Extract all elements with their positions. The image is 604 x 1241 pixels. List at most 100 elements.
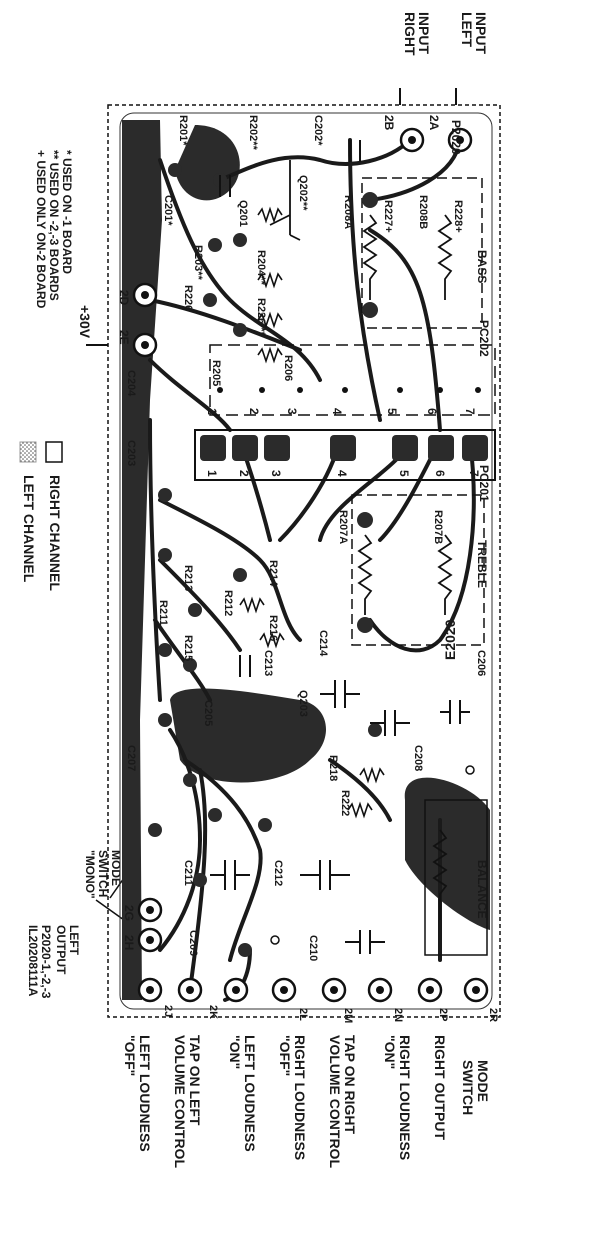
legend-left-swatch	[19, 441, 37, 463]
label-tap-left-volume: TAP ON LEFT VOLUME CONTROL	[172, 1035, 203, 1168]
bass-label: BASS	[475, 250, 489, 283]
label-right-loudness-off: RIGHT LOUDNESS "OFF"	[277, 1035, 308, 1160]
diagram-label: TAP ON LEFT	[187, 1035, 203, 1126]
note-block: * USED ON -1 BOARD ** USED ON -2,-3 BOAR…	[34, 150, 74, 309]
diagram-label: 2B	[382, 115, 396, 131]
diagram-label: TAP ON RIGHT	[342, 1035, 358, 1134]
board-id-label: P2020-1,-2,-3 IL20208111A	[26, 925, 53, 999]
diagram-label: 2N	[392, 1008, 404, 1022]
diagram-label: LEFT CHANNEL	[21, 475, 37, 583]
right-input-label: RIGHT INPUT	[402, 12, 432, 56]
bottom-labels: MODE SWITCH RIGHT OUTPUT RIGHT LOUDNESS …	[122, 1035, 491, 1168]
diagram-label: R226 **	[255, 298, 267, 337]
diagram-label: R203**	[192, 245, 204, 281]
diagram-label: 2R	[487, 1008, 499, 1022]
diagram-label: R218	[327, 755, 339, 781]
supply-label: +30V	[77, 305, 93, 339]
diagram-label: "OFF"	[277, 1035, 293, 1076]
diagram-label: OUTPUT	[54, 925, 68, 975]
balance-copper	[404, 777, 490, 930]
resistors	[239, 206, 385, 819]
circuit-board: P2020 2A 2B 2D 2E 2G 2H 2J 2K 2R 2P 2N 2…	[107, 104, 501, 1023]
diagram-label: 2	[247, 408, 261, 415]
pc202-connector	[209, 344, 496, 416]
diagram-label: C208	[412, 745, 424, 771]
diagram-label: ** USED ON -2,-3 BOARDS	[47, 150, 61, 301]
diagram-label: LEFT	[67, 925, 81, 956]
diagram-label: 1	[205, 470, 219, 477]
balance-control-box	[424, 799, 488, 956]
diagram-label: R208B	[417, 195, 429, 229]
diagram-label: R215	[182, 635, 194, 661]
diagram-label: C207	[125, 745, 137, 771]
pc202-pin-numbers: 1 2 3 4 5 6 7	[205, 408, 477, 415]
pc201-pads	[200, 435, 488, 461]
diagram-label: R212	[222, 590, 234, 616]
diagram-label: "ON"	[382, 1035, 398, 1069]
diagram-label: R201*	[177, 115, 189, 146]
diagram-label: C214	[317, 630, 329, 657]
label-right-loudness-on: RIGHT LOUDNESS "ON"	[382, 1035, 413, 1160]
diagram-label: 3	[269, 470, 283, 477]
diagram-label: 2K	[207, 1005, 219, 1019]
left-output-label: LEFT OUTPUT	[54, 925, 81, 975]
diagram-label: SWITCH	[460, 1060, 476, 1115]
diagram-label: C212	[272, 860, 284, 886]
diagram-label: 2M	[342, 1008, 354, 1023]
balance-label: BALANCE	[475, 860, 489, 919]
diagram-label: 7	[463, 408, 477, 415]
diagram-label: C206	[475, 650, 487, 676]
diagram-label: R213	[182, 565, 194, 591]
diagram-label: +30V	[77, 305, 93, 339]
diagram-label: C210	[307, 935, 319, 961]
diagram-label: C203	[125, 440, 137, 466]
pc202-label: PC202	[477, 320, 491, 357]
bass-control-box	[361, 177, 483, 329]
diagram-label: INPUT	[473, 12, 489, 54]
diagram-label: R202**	[247, 115, 259, 151]
label-mode-switch: MODE SWITCH	[460, 1060, 491, 1115]
diagram-label: RIGHT CHANNEL	[47, 475, 63, 591]
pc202-pins	[217, 387, 481, 393]
diagram-label: R205	[210, 360, 222, 386]
diagram-label: Q202**	[297, 175, 309, 211]
diagram-label: R206	[282, 355, 294, 381]
diagram-label: RIGHT	[402, 12, 418, 56]
diagram-label: 2D	[117, 290, 131, 306]
treble-label: TREBLE	[475, 540, 489, 588]
diagram-label: R211	[157, 600, 169, 626]
diagram-label: 5	[385, 408, 399, 415]
left-channel-copper-blob	[170, 688, 327, 783]
board-outline	[107, 104, 501, 1018]
mounting-hole	[465, 765, 475, 775]
diagram-label: * USED ON -1 BOARD	[60, 150, 74, 274]
diagram-label: "OFF"	[122, 1035, 138, 1076]
board-inner-outline	[119, 112, 493, 1010]
diagram-label: R204**	[255, 250, 267, 286]
diagram-label: R227+	[382, 200, 394, 233]
diagram-label: INPUT	[416, 12, 432, 54]
diagram-label: RIGHT LOUDNESS	[397, 1035, 413, 1160]
diagram-label: 2H	[122, 935, 136, 950]
label-left-loudness-on: LEFT LOUDNESS "ON"	[227, 1035, 258, 1152]
traces	[148, 138, 476, 1002]
diagram-label: C204	[125, 370, 137, 397]
diagram-label: MODE	[475, 1060, 491, 1102]
diagram-label: VOLUME CONTROL	[327, 1035, 343, 1168]
board-stamp: E2020	[442, 619, 458, 660]
diagram-label: R228+	[452, 200, 464, 233]
label-left-loudness-off: LEFT LOUDNESS "OFF"	[122, 1035, 153, 1152]
diagram-label: C211	[182, 860, 194, 886]
diagram-label: 2	[237, 470, 251, 477]
label-right-output: RIGHT OUTPUT	[432, 1035, 448, 1140]
diagram-label: R216	[267, 615, 279, 641]
diagram-label: R222	[339, 790, 351, 816]
diagram-label: R214	[267, 560, 279, 587]
diagram-label: R208A	[342, 195, 354, 229]
left-channel-copper	[122, 120, 162, 1000]
left-input-label: LEFT INPUT	[459, 12, 489, 54]
terminal-pad-centers	[141, 136, 480, 994]
pc201-label: PC201	[477, 465, 491, 502]
diagram-label: 2E	[117, 330, 131, 345]
